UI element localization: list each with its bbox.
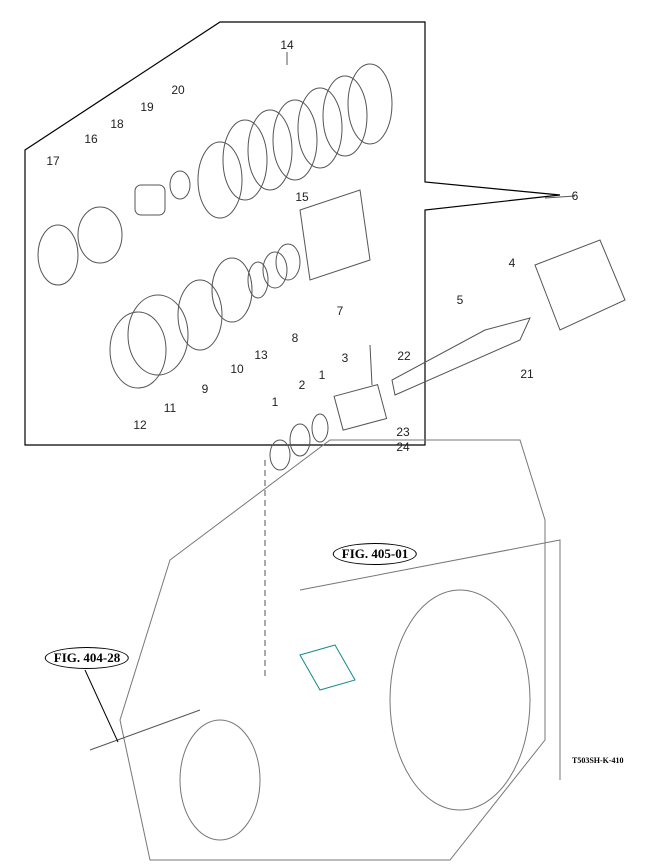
plate-16 [77, 206, 123, 264]
hub-7 [299, 189, 371, 281]
plate-12 [109, 311, 167, 389]
clutch-assembly-6 [534, 239, 626, 331]
callout-21: 21 [520, 367, 534, 381]
callout-19: 19 [140, 100, 154, 114]
sleeve-3 [333, 384, 388, 431]
figure-ref-404-28[interactable]: FIG. 404-28 [44, 647, 130, 669]
clutch-plates [222, 63, 393, 201]
callout-24: 24 [396, 440, 410, 454]
callout-10: 10 [230, 362, 244, 376]
ring-13 [247, 261, 269, 299]
callout-22: 22 [397, 349, 411, 363]
plate-20 [197, 141, 243, 219]
callout-6: 6 [571, 189, 579, 203]
shaft-5 [391, 317, 531, 396]
callout-17: 17 [46, 154, 60, 168]
ring-8b [275, 243, 301, 281]
callout-4: 4 [508, 256, 516, 270]
figure-ref-405-01[interactable]: FIG. 405-01 [332, 543, 418, 565]
bearing-2 [289, 423, 311, 457]
drawing-code: T503SH-K-410 [572, 756, 624, 765]
callout-18: 18 [110, 117, 124, 131]
callout-9: 9 [201, 382, 209, 396]
ring-8a [262, 251, 288, 289]
pin-22 [369, 344, 373, 386]
ring-1 [311, 413, 329, 443]
callout-15: 15 [295, 190, 309, 204]
snap-ring-17 [37, 224, 79, 286]
callout-1: 1 [318, 368, 326, 382]
callout-8: 8 [291, 331, 299, 345]
bearing-20 [169, 170, 191, 200]
callout-16: 16 [84, 132, 98, 146]
plate-11 [127, 294, 189, 376]
callout-7: 7 [336, 304, 344, 318]
callout-2: 2 [298, 378, 306, 392]
callout-5: 5 [456, 293, 464, 307]
detail-frame [24, 21, 561, 446]
gear-19 [134, 184, 166, 216]
callout-11: 11 [163, 401, 177, 415]
transmission-housing [119, 439, 561, 861]
callout-14: 14 [280, 38, 294, 52]
callout-12: 12 [133, 418, 147, 432]
shaft-leader [89, 709, 201, 751]
callout-23: 23 [396, 425, 410, 439]
callout-3: 3 [341, 351, 349, 365]
seal-10 [211, 257, 253, 323]
bracket [299, 644, 356, 691]
callout-13: 13 [254, 348, 268, 362]
ring-1b [269, 439, 291, 471]
callout-20: 20 [171, 83, 185, 97]
callout-1b: 1 [271, 395, 279, 409]
piston-9 [177, 279, 223, 351]
